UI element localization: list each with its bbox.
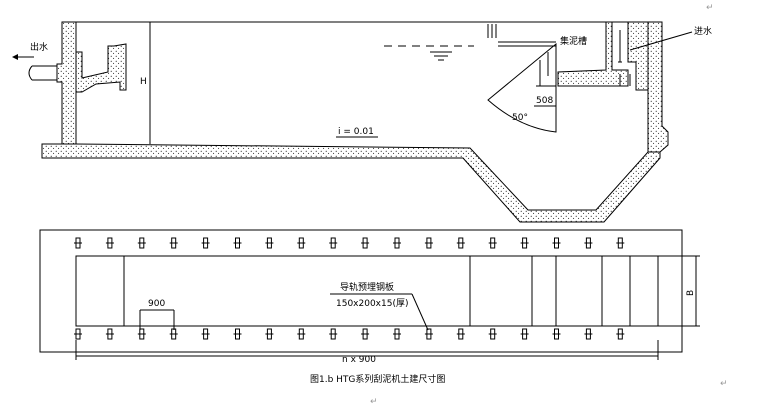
bottom-slab [41,143,661,223]
paragraph-mark-2: ↵ [720,379,728,389]
plan-view: B 900 导轨预埋钢板 150x200x15(厚) n x 900 [39,229,700,365]
plate-label-line2: 150x200x15(厚) [336,298,408,309]
anchor-bolt [616,237,625,249]
trough-label: 集泥槽 [560,35,587,47]
paragraph-mark: ↵ [706,3,714,13]
angle-label: 50° [512,113,528,123]
plate-label-line1: 导轨预埋钢板 [340,281,394,293]
anchor-bolt [584,237,593,249]
anchor-bolt [169,328,178,340]
anchor-bolt [105,328,114,340]
total-length-label: n x 900 [342,355,376,365]
anchor-bolt [137,328,146,340]
plan-outer-frame [39,229,683,353]
anchor-bolt [520,328,529,340]
scraper-sector [487,42,557,133]
paragraph-mark-3: ↵ [370,397,378,407]
anchor-bolt [233,328,242,340]
figure-caption: 图1.b HTG系列刮泥机土建尺寸图 [310,373,445,385]
width-label: B [686,290,696,296]
dimension-508: 508 [536,96,553,106]
anchor-bolt [488,328,497,340]
left-wall [56,21,77,145]
anchor-bolt [201,237,210,249]
anchor-bolt [520,237,529,249]
outlet-pipe [12,54,57,81]
spacing-label: 900 [148,299,165,309]
slope-label: i = 0.01 [338,127,374,137]
anchor-bolt [105,237,114,249]
anchor-bolt [393,328,401,340]
outlet-weir [75,43,127,93]
outlet-label: 出水 [30,41,48,53]
anchor-bolt [393,237,401,249]
inlet-label: 进水 [694,25,712,37]
coil-symbol [487,24,497,38]
anchor-bolt [456,237,465,249]
anchor-bolt [488,237,497,249]
anchor-bolt [584,328,593,340]
anchor-bolt [361,237,370,249]
anchor-bolt [169,237,178,249]
anchor-bolt [424,328,433,340]
anchor-bolt [137,237,146,249]
anchor-bolt [74,328,82,340]
anchor-bolt [233,237,242,249]
anchor-bolt [74,237,82,249]
anchor-bolt [552,328,561,340]
anchor-bolt [329,237,338,249]
anchor-bolt [265,237,274,249]
plan-inner-frame [75,255,659,327]
anchor-bolt [424,237,433,249]
anchor-bolt [616,328,625,340]
height-label: H [140,77,147,87]
anchor-bolts-top [74,237,625,249]
anchor-bolt [456,328,465,340]
anchor-bolt [361,328,370,340]
anchor-bolt [297,237,306,249]
anchor-bolt [552,237,561,249]
anchor-bolt [297,328,306,340]
anchor-bolt [329,328,338,340]
inlet-channel-wall [557,21,629,87]
section-view: 出水 H 集泥槽 进水 508 50 [12,3,714,223]
anchor-bolts-bottom [74,328,625,340]
anchor-bolt [201,328,210,340]
anchor-bolt [265,328,274,340]
